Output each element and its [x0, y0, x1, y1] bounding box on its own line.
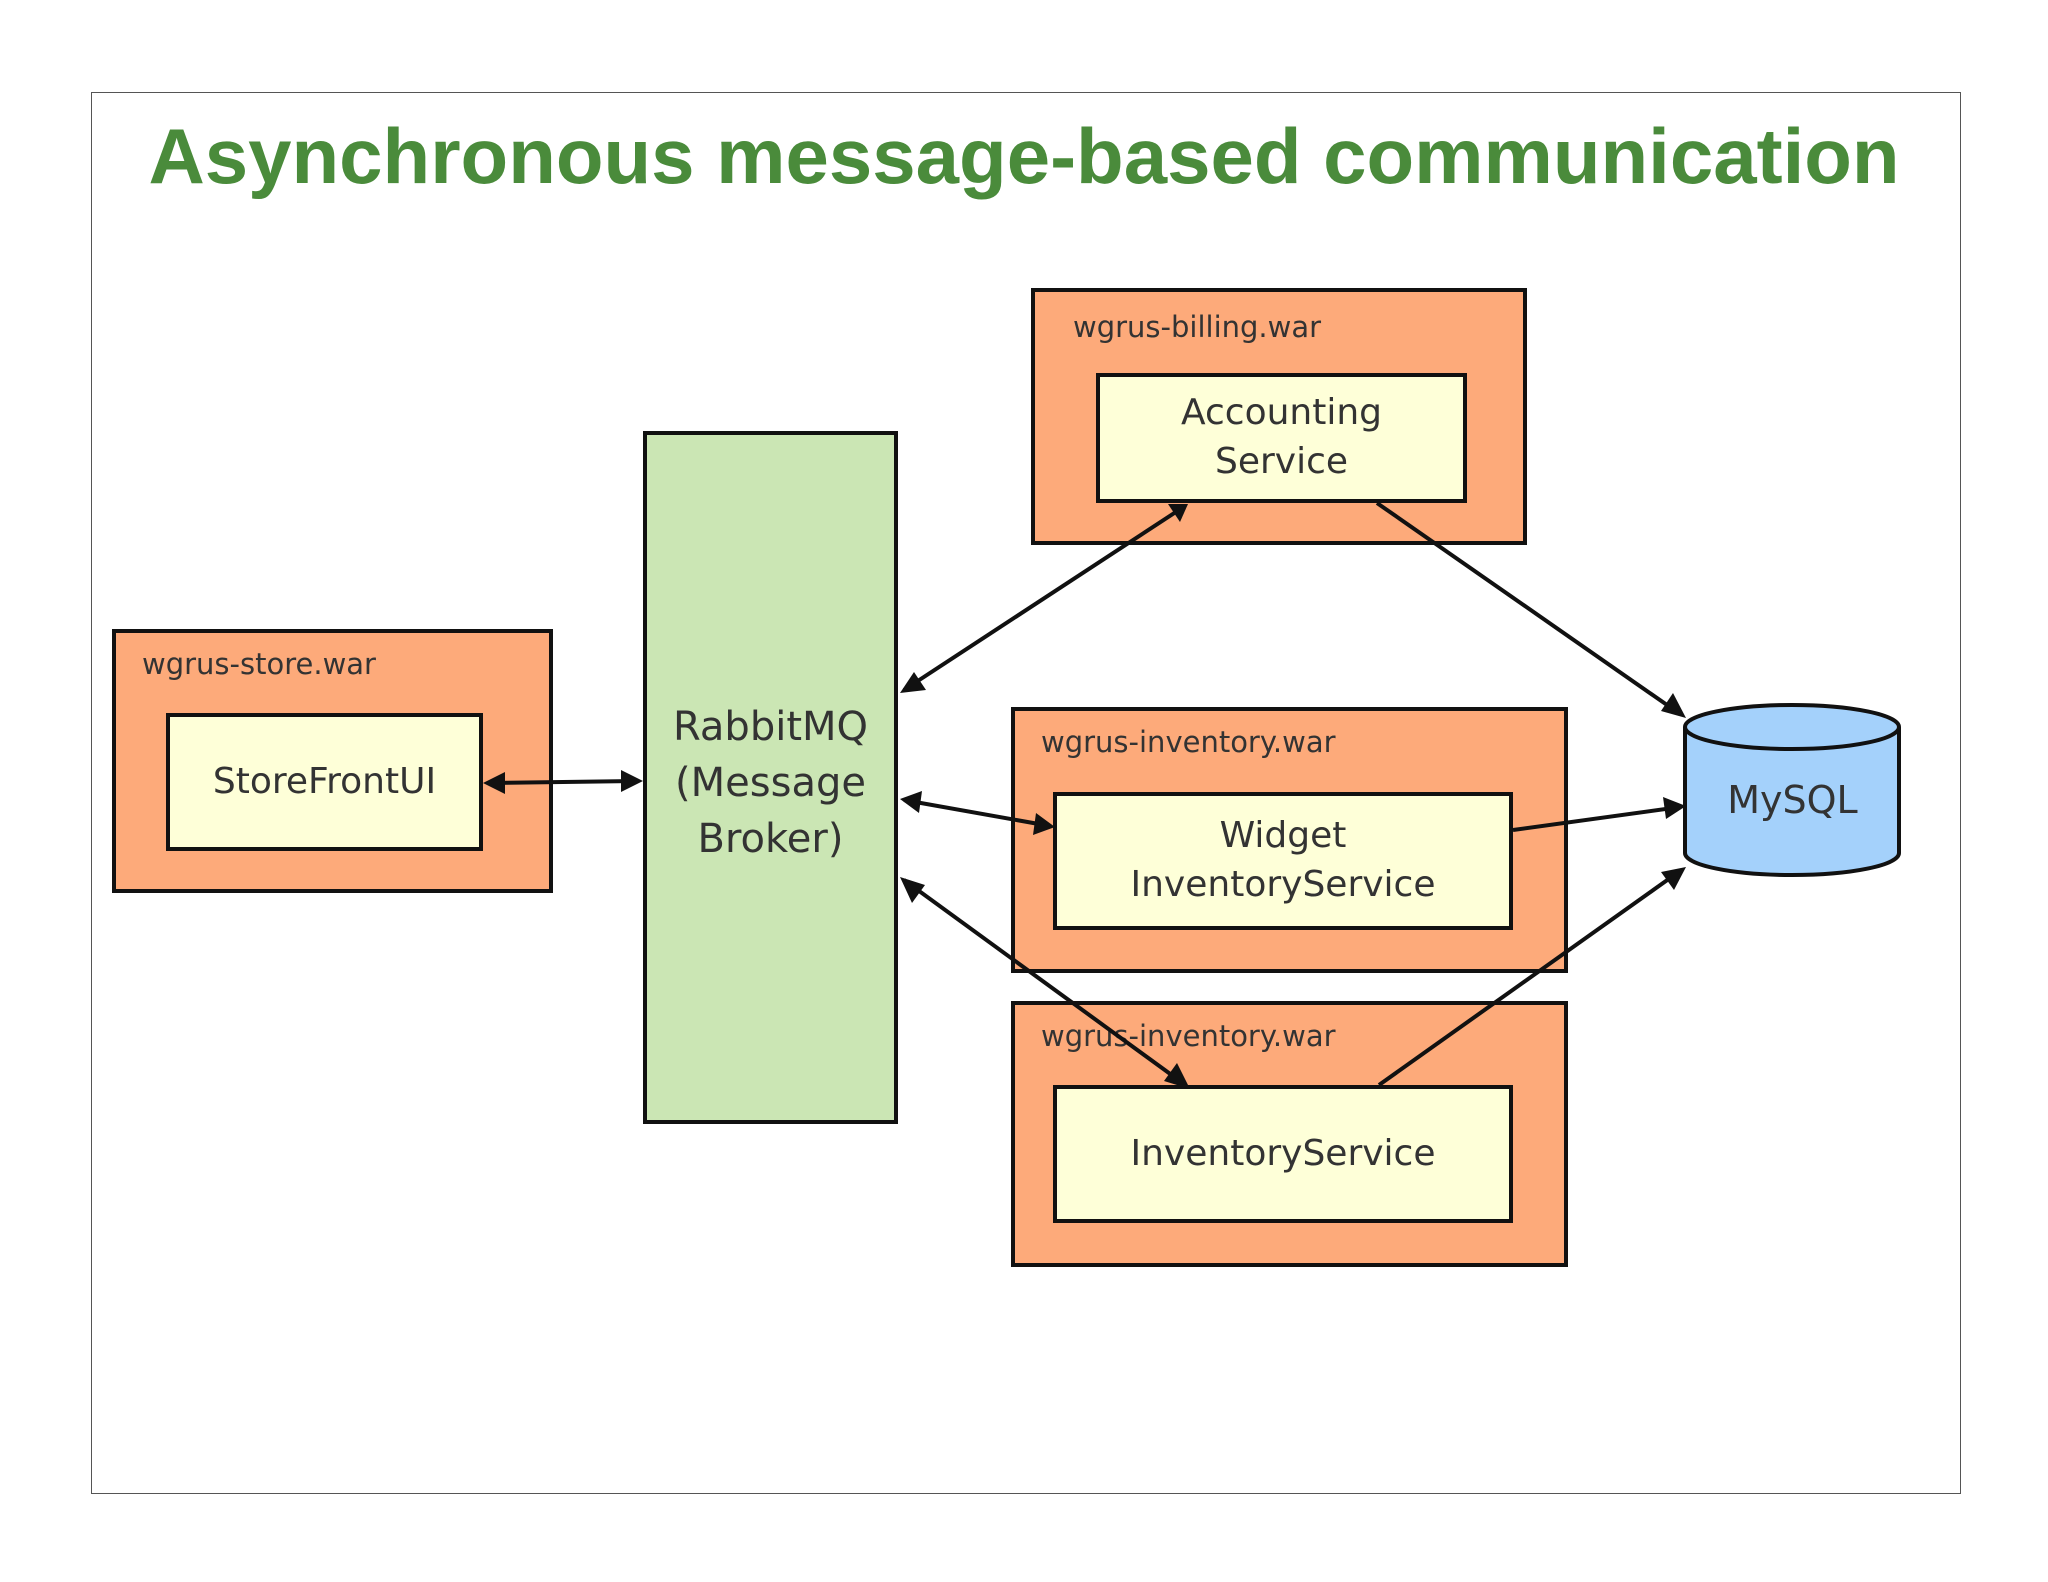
edge-accounting-mysql	[1375, 501, 1682, 716]
inventory-war-label-1: wgrus-inventory.war	[1041, 725, 1336, 759]
arrowhead-accounting	[1168, 504, 1188, 522]
inventory-war-label-2: wgrus-inventory.war	[1041, 1019, 1336, 1053]
billing-war-label: wgrus-billing.war	[1073, 310, 1322, 344]
page-title: Asynchronous message-based communication	[148, 112, 1900, 200]
edge-storefront-broker	[486, 779, 638, 785]
arrowhead-broker-left	[621, 770, 643, 792]
mysql-database-icon	[1683, 703, 1901, 877]
arrowhead-inventory-service	[1164, 1063, 1190, 1089]
arrowhead-broker-accounting-start	[900, 672, 926, 693]
edge-widget-inventory-mysql	[1512, 805, 1681, 832]
inventory-service-box: InventoryService	[1053, 1085, 1513, 1223]
store-war-label: wgrus-store.war	[142, 647, 376, 681]
message-broker-box: RabbitMQ (Message Broker)	[643, 431, 898, 1124]
accounting-service-box: Accounting Service	[1096, 373, 1467, 503]
edge-broker-inventory-service	[902, 878, 1186, 1086]
arrowhead-storefront	[483, 772, 505, 794]
edge-broker-accounting	[902, 506, 1184, 692]
arrowhead-broker-widget-start	[900, 791, 922, 813]
arrowhead-mysql-from-inventory	[1661, 867, 1686, 890]
storefront-ui-box: StoreFrontUI	[166, 713, 483, 851]
edge-broker-widget-inventory	[903, 798, 1051, 828]
message-broker-label: RabbitMQ (Message Broker)	[673, 704, 868, 862]
edge-inventory-service-mysql	[1377, 869, 1682, 1087]
mysql-label: MySQL	[1727, 778, 1858, 822]
arrowhead-mysql-from-widget	[1663, 797, 1686, 819]
arrowhead-widget	[1033, 813, 1055, 835]
arrowhead-mysql-from-accounting	[1661, 693, 1686, 718]
arrowhead-broker-inventory-start	[900, 877, 925, 903]
widget-inventory-service-box: Widget InventoryService	[1053, 792, 1513, 930]
arrowheads	[483, 504, 1686, 1089]
